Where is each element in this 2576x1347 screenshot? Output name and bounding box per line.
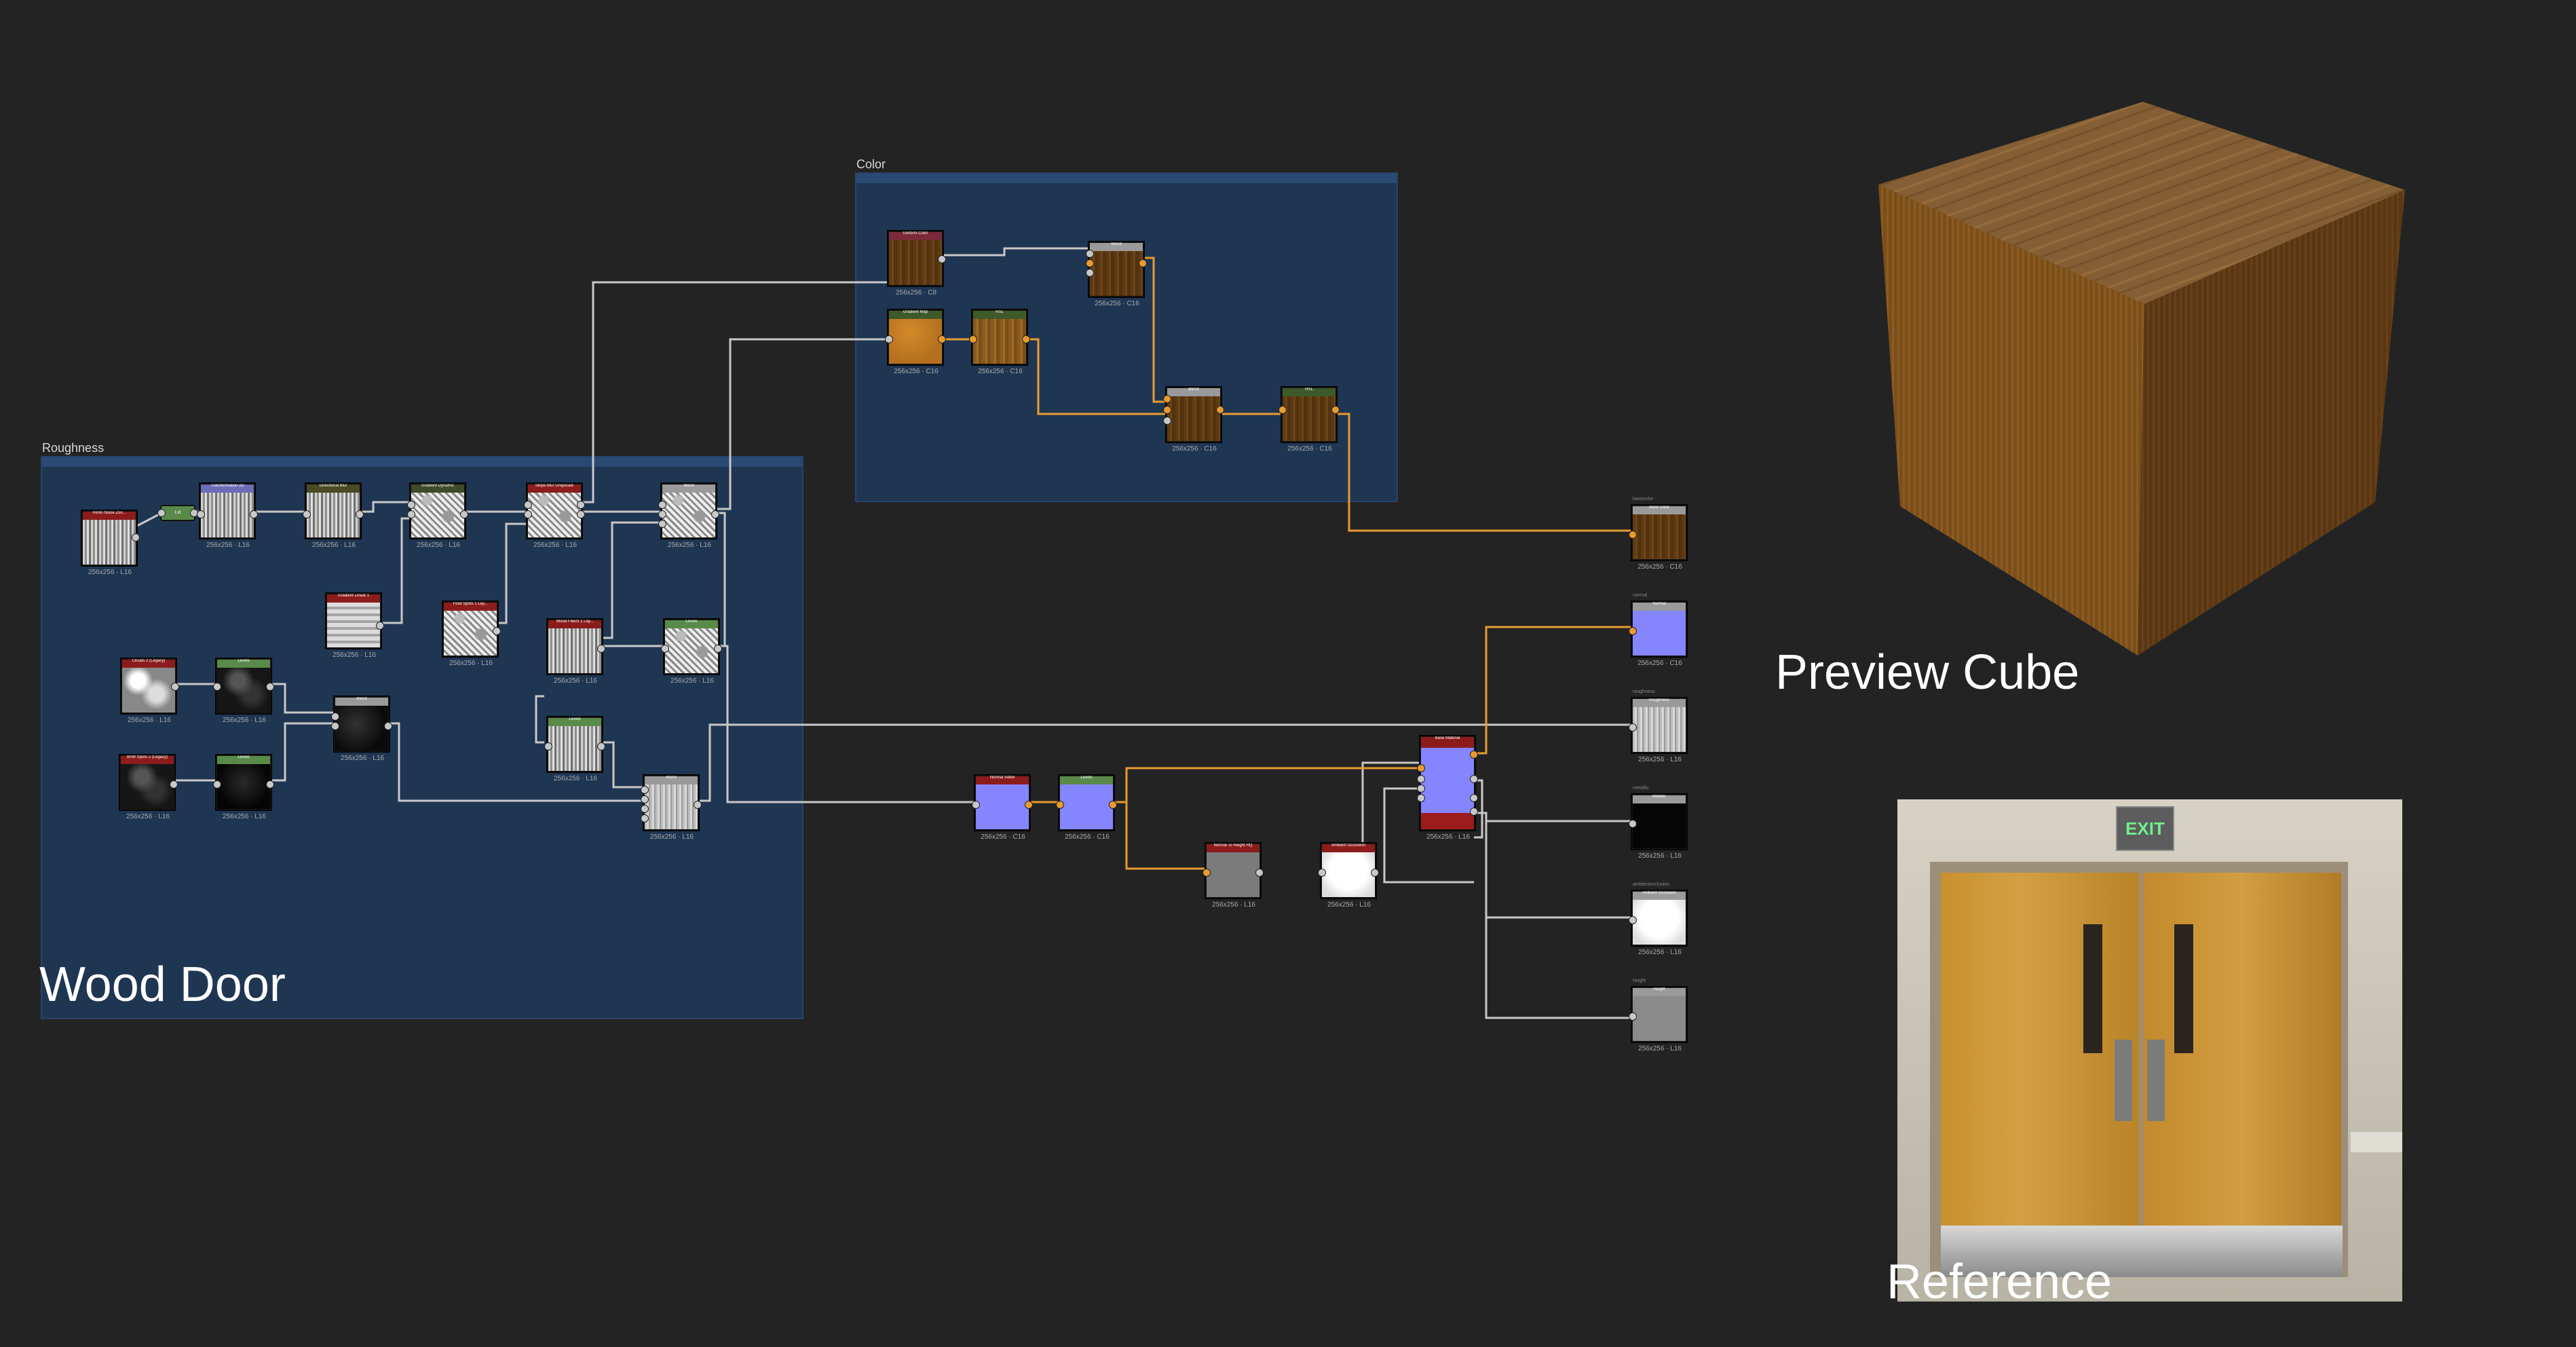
uniform-color-node[interactable]: Uniform Color 256x256 · C8: [888, 231, 946, 297]
output-metallic-node[interactable]: metallic Metallic 256x256 · L16: [1629, 786, 1687, 860]
blend-node-color-1[interactable]: Blend 256x256 · C16: [1086, 242, 1147, 307]
levels-node-normal[interactable]: Levels 256x256 · C16: [1056, 775, 1117, 841]
preview-cube-3d-view[interactable]: [1859, 95, 2416, 665]
exit-sign: EXIT: [2116, 806, 2174, 851]
normal-sobel-node[interactable]: Normal Sobel 256x256 · C16: [972, 775, 1033, 841]
clouds-node[interactable]: Clouds 2 (Legacy) 256x256 · L16: [121, 658, 179, 724]
base-material-node[interactable]: Base Material 256x256 · L16: [1417, 736, 1478, 841]
ambient-occlusion-node[interactable]: Ambient Occlusion 256x256 · L16: [1318, 843, 1379, 909]
wood-door-label: Wood Door: [39, 957, 286, 1012]
roughness-frame[interactable]: [41, 456, 803, 1019]
blend-node-roughness-2[interactable]: Blend 256x256 · L16: [331, 696, 392, 762]
gradient-dynamic-node[interactable]: Gradient Dynamic 256x256 · L16: [407, 483, 468, 549]
gradient-linear-node[interactable]: Gradient Linear 1 256x256 · L16: [326, 593, 384, 659]
slope-blur-node[interactable]: Slope Blur Grayscale 256x256 · L16: [524, 483, 585, 549]
blend-node-roughness-3[interactable]: Blend 256x256 · L16: [641, 775, 702, 841]
levels-node-roughness-3[interactable]: Levels 256x256 · L16: [544, 717, 605, 782]
perlin-noise-node[interactable]: Perlin Noise Zoo... 256x256 · L16: [81, 510, 140, 576]
hsl-node-2[interactable]: HSL 256x256 · C16: [1278, 387, 1340, 453]
output-basecolor-node[interactable]: basecolor Base Color 256x256 · C16: [1629, 497, 1687, 571]
reference-label: Reference: [1887, 1255, 2113, 1309]
roughness-frame-title: Roughness: [42, 441, 105, 455]
fluid-spots-node[interactable]: Fluid Spots 1 Lay... 256x256 · L16: [442, 601, 501, 667]
preview-cube-label: Preview Cube: [1775, 645, 2080, 700]
blend-node-roughness-1[interactable]: Blend 256x256 · L16: [658, 483, 719, 549]
levels-node-roughness-2[interactable]: Levels 256x256 · L16: [213, 658, 274, 724]
levels-node-roughness-1[interactable]: Levels 256x256 · L16: [661, 619, 722, 685]
wood-fibers-node[interactable]: Wood Fibers 1 Lay... 256x256 · L16: [547, 619, 605, 685]
gradient-map-node[interactable]: Gradient Map 256x256 · C16: [885, 309, 946, 375]
levels-mini-node[interactable]: Lvl: [157, 505, 198, 521]
levels-node-roughness-4[interactable]: Levels 256x256 · L16: [213, 755, 274, 820]
transformation-2d-node[interactable]: Transformation 2D 256x256 · L16: [197, 483, 258, 549]
node-caption: 256x256 · L16: [88, 569, 132, 576]
output-height-node[interactable]: height Height 256x256 · L16: [1629, 979, 1687, 1052]
bnw-spots-node[interactable]: BnW Spots 2 (Legacy) 256x256 · L16: [119, 755, 178, 820]
normal-to-height-node[interactable]: Normal To Height HQ 256x256 · L16: [1202, 843, 1264, 909]
color-frame-title: Color: [856, 157, 886, 171]
output-normal-node[interactable]: normal Normal 256x256 · C16: [1629, 593, 1687, 667]
output-roughness-node[interactable]: roughness Roughness 256x256 · L16: [1629, 689, 1687, 763]
directional-blur-node[interactable]: Directional Blur 256x256 · L16: [303, 483, 364, 549]
reference-image: EXIT: [1897, 799, 2402, 1302]
hsl-node-1[interactable]: HSL 256x256 · C16: [969, 309, 1030, 375]
blend-node-color-2[interactable]: Blend 256x256 · C16: [1163, 387, 1224, 453]
wooden-cube-image: [1878, 102, 2405, 656]
output-ambientocclusion-node[interactable]: ambientocclusion Ambient Occlusion 256x2…: [1629, 882, 1687, 956]
